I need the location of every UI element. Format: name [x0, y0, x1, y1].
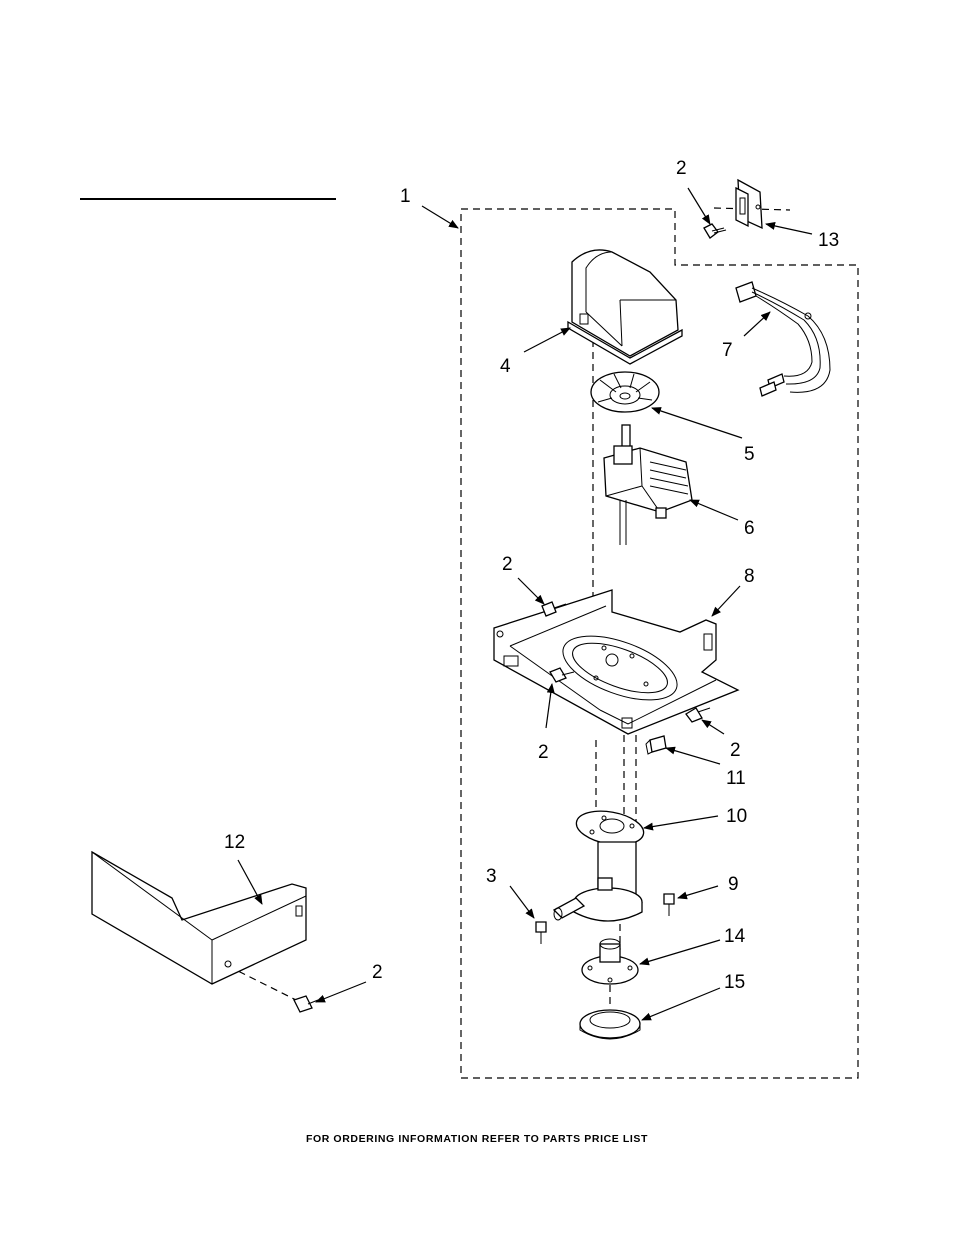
leader-line	[517, 577, 545, 605]
leader-line	[765, 222, 813, 235]
callout-2-left: 2	[502, 554, 513, 575]
leader-line	[743, 311, 771, 337]
callout-7: 7	[722, 340, 733, 361]
cap-part-15	[579, 1009, 641, 1040]
fan-blade-part-5	[590, 371, 660, 413]
impeller-part-14	[581, 938, 639, 985]
screw-bottom	[293, 995, 319, 1013]
screw-top	[703, 223, 727, 239]
callout-2-top: 2	[676, 158, 687, 179]
callout-3: 3	[486, 866, 497, 887]
leader-line	[665, 746, 721, 765]
base-bracket-part-8	[493, 589, 740, 735]
callout-12: 12	[224, 832, 245, 853]
leader-line	[315, 981, 367, 1003]
callout-11: 11	[726, 768, 746, 789]
leader-line	[523, 327, 571, 353]
bracket-part-13	[735, 178, 763, 230]
leader-line	[711, 585, 741, 617]
leader-line	[689, 499, 739, 521]
leader-line	[509, 885, 535, 919]
callout-6: 6	[744, 518, 755, 539]
callout-2-right: 2	[730, 740, 741, 761]
callout-4: 4	[500, 356, 511, 377]
leader-line	[237, 859, 263, 905]
leader-line	[545, 683, 555, 729]
leader-line	[641, 987, 721, 1021]
pump-housing	[552, 841, 643, 922]
alignment-line	[227, 965, 301, 1003]
leader-line	[421, 205, 459, 229]
screw-middle	[549, 667, 575, 683]
callout-1: 1	[400, 186, 411, 207]
screw-right	[685, 707, 711, 723]
callout-2-mid: 2	[538, 742, 549, 763]
assembly-boundary	[460, 208, 859, 1079]
callout-9: 9	[728, 874, 739, 895]
callout-13: 13	[818, 230, 839, 251]
callout-14: 14	[724, 926, 746, 947]
wire-harness-part-7	[735, 281, 831, 397]
callout-10: 10	[726, 806, 747, 827]
leader-line	[701, 719, 725, 735]
side-panel-part-12	[91, 850, 307, 985]
screw-part-9	[663, 893, 675, 916]
ordering-info-note: FOR ORDERING INFORMATION REFER TO PARTS …	[305, 1133, 649, 1145]
leader-line	[687, 187, 711, 225]
callout-15: 15	[724, 972, 745, 993]
leader-line	[677, 885, 719, 900]
clip-part-11	[645, 735, 667, 755]
screw-part-3	[535, 921, 547, 944]
callout-5: 5	[744, 444, 755, 465]
motor-cover-part-4	[567, 249, 683, 365]
screw-left	[541, 601, 567, 617]
callout-8: 8	[744, 566, 755, 587]
motor-part-6	[603, 424, 693, 545]
callout-2-bottom: 2	[372, 962, 383, 983]
leader-line	[651, 407, 743, 439]
leader-line	[643, 815, 719, 831]
leader-line	[639, 939, 721, 966]
